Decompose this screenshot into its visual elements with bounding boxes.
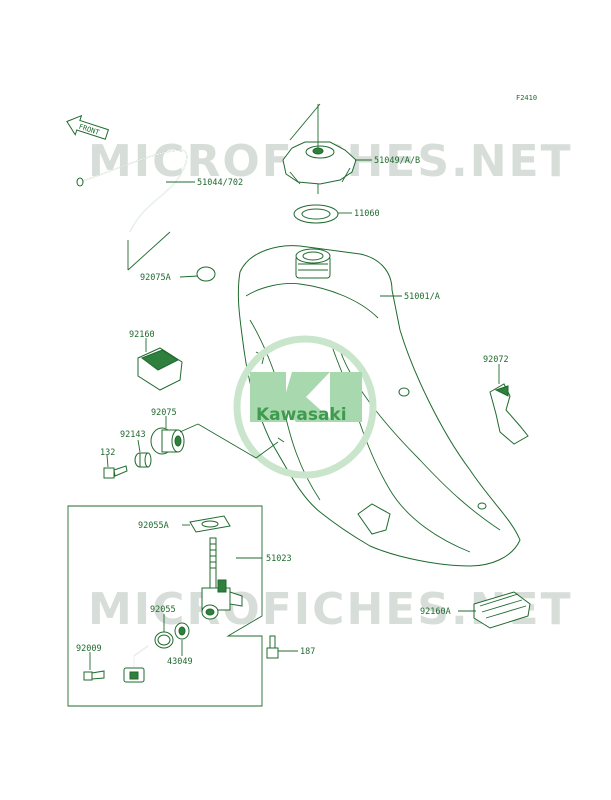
part-label-51023: 51023	[266, 554, 292, 564]
part-label-92143: 92143	[120, 430, 146, 440]
front-label: FRONT	[78, 123, 101, 137]
part-label-92055: 92055	[150, 605, 176, 615]
rubber-92072	[489, 383, 529, 445]
damper-92075	[150, 427, 185, 455]
collar-92143	[134, 452, 152, 468]
kawasaki-logo-text: Kawasaki	[256, 405, 347, 425]
bolt-187	[266, 635, 279, 659]
fuel-cap	[282, 141, 357, 194]
part-label-92055a: 92055A	[138, 521, 169, 531]
screw-92009	[83, 670, 105, 681]
figure-ref: F2410	[516, 94, 537, 102]
part-label-51044: 51044/702	[197, 178, 243, 188]
damper-link-a	[179, 423, 199, 433]
part-label-51049: 51049/A/B	[374, 156, 420, 166]
part-label-92075a: 92075A	[140, 273, 171, 283]
damper-link-b	[197, 423, 257, 459]
damper-link-c	[255, 441, 279, 459]
pipe-92009	[123, 645, 149, 683]
breather-hose	[76, 149, 188, 233]
pad-92160	[137, 347, 183, 391]
gasket-92055a	[189, 515, 231, 533]
part-label-11060: 11060	[354, 209, 380, 219]
part-label-92072: 92072	[483, 355, 509, 365]
part-label-43049: 43049	[167, 657, 193, 667]
part-label-92009: 92009	[76, 644, 102, 654]
part-label-51001: 51001/A	[404, 292, 440, 302]
cap-92075a	[196, 266, 216, 282]
part-label-92160a: 92160A	[420, 607, 451, 617]
fuel-cock-box	[67, 505, 263, 707]
hose-leader-a	[127, 231, 171, 271]
cap-leader-a	[289, 103, 321, 141]
part-label-187: 187	[300, 647, 315, 657]
pad-92160a	[473, 591, 531, 629]
part-label-92075: 92075	[151, 408, 177, 418]
fuel-cock-51023	[201, 537, 243, 620]
bolt-132	[103, 465, 128, 479]
part-label-132: 132	[100, 448, 115, 458]
collar-leader	[137, 439, 141, 453]
kawasaki-logo: Kawasaki	[233, 335, 377, 479]
bolt132-leader	[106, 454, 109, 468]
gasket-ring	[293, 204, 339, 224]
part-label-92160: 92160	[129, 330, 155, 340]
cap92075a-leader	[179, 275, 199, 278]
nut-43049	[174, 622, 190, 640]
